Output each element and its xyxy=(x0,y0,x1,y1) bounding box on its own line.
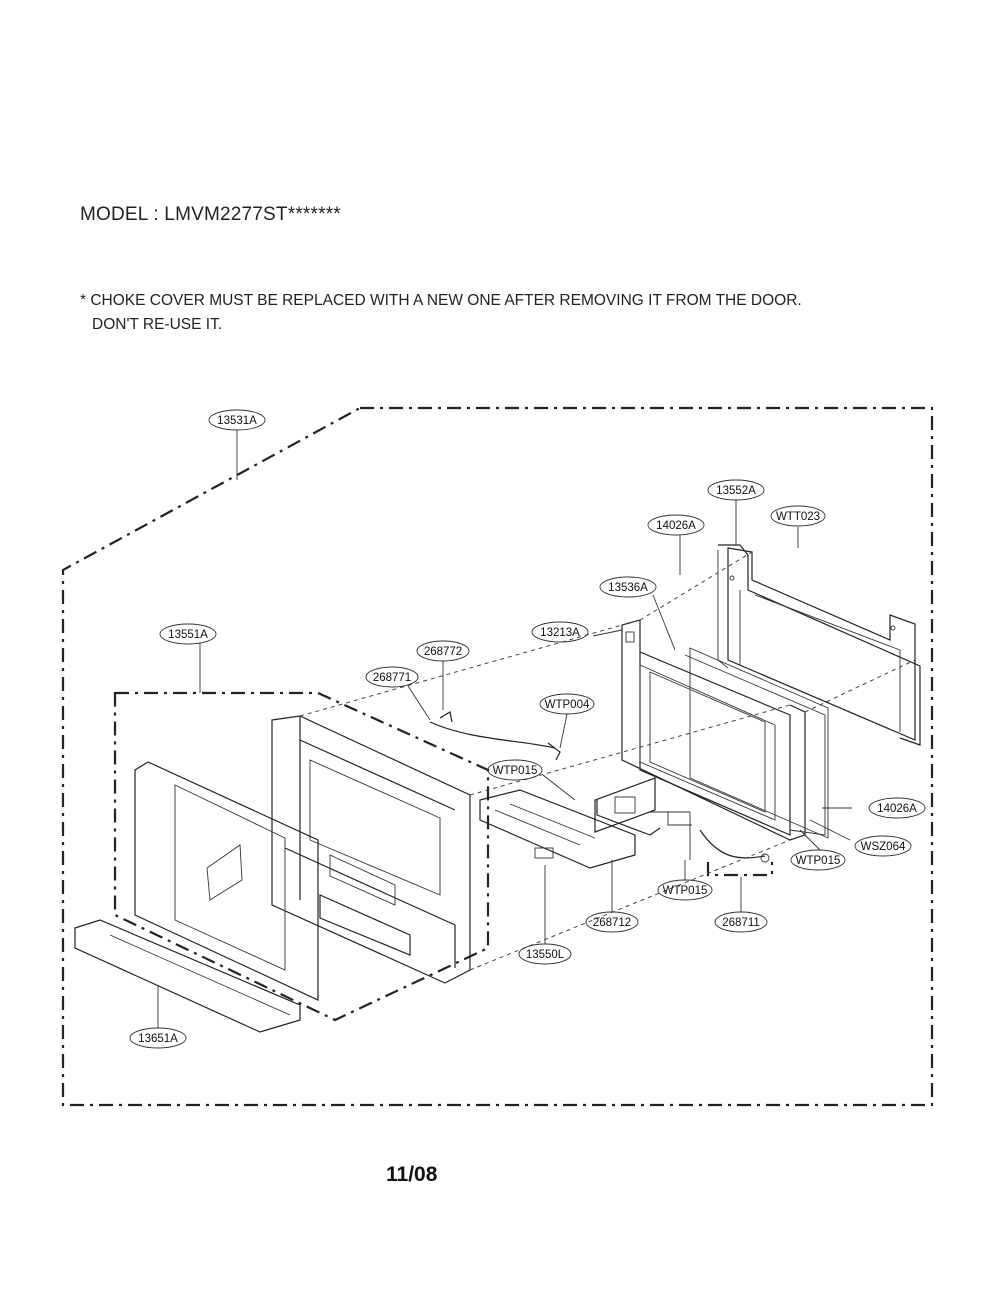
choke-cover-note: * CHOKE COVER MUST BE REPLACED WITH A NE… xyxy=(80,292,802,309)
callout-13531A: 13531A xyxy=(208,409,266,431)
callout-268712: 268712 xyxy=(585,911,639,933)
callout-13551A: 13551A xyxy=(159,623,217,645)
harness-boundary xyxy=(706,862,774,877)
sensor-wire xyxy=(429,721,556,749)
back-frame xyxy=(717,544,921,746)
callout-WTT023-label: WTT023 xyxy=(776,511,820,523)
callout-13213A: 13213A xyxy=(531,621,589,643)
callout-WTP015-b: WTP015 xyxy=(790,849,846,871)
callout-268772-label: 268772 xyxy=(424,646,462,658)
callout-WTP004: WTP004 xyxy=(539,693,595,715)
revision-date: 11/08 xyxy=(386,1163,438,1186)
callout-WTT023: WTT023 xyxy=(770,505,826,527)
callout-14026A-right: 14026A xyxy=(868,797,926,819)
door-handle xyxy=(74,919,301,1033)
callout-268771-label: 268771 xyxy=(373,672,411,684)
leader-lines xyxy=(157,430,852,1028)
choke-cover-note-continued: DON'T RE-USE IT. xyxy=(92,316,223,333)
callout-13536A-label: 13536A xyxy=(608,582,648,594)
inner-door-frame xyxy=(621,619,826,841)
callout-WTP004-label: WTP004 xyxy=(545,699,590,711)
callout-13531A-label: 13531A xyxy=(217,415,257,427)
callout-14026A-top-label: 14026A xyxy=(656,520,696,532)
callout-WTP015-a-label: WTP015 xyxy=(493,765,538,777)
callout-14026A-top: 14026A xyxy=(647,514,705,536)
choke-cover xyxy=(689,647,829,839)
callout-268772: 268772 xyxy=(416,640,470,662)
callout-13550L-label: 13550L xyxy=(526,949,565,961)
callout-WTP015-a: WTP015 xyxy=(487,759,543,781)
callout-13552A: 13552A xyxy=(707,479,765,501)
door-assembly-boundary xyxy=(113,691,490,1022)
callout-13213A-label: 13213A xyxy=(540,627,580,639)
callout-13552A-label: 13552A xyxy=(716,485,756,497)
door-front-glass xyxy=(134,761,319,1001)
control-board xyxy=(594,777,692,860)
callout-WTP015-c: WTP015 xyxy=(657,879,713,901)
callout-13551A-label: 13551A xyxy=(168,629,208,641)
callout-13550L: 13550L xyxy=(518,943,572,965)
outer-assembly-boundary xyxy=(61,406,934,1107)
callout-WSZ064: WSZ064 xyxy=(854,835,912,857)
callout-13651A-label: 13651A xyxy=(138,1033,178,1045)
projection-lines xyxy=(299,551,916,971)
callout-268771: 268771 xyxy=(365,666,419,688)
control-panel xyxy=(479,789,636,869)
callout-WTP015-c-label: WTP015 xyxy=(663,885,708,897)
callout-WSZ064-label: WSZ064 xyxy=(861,841,906,853)
callout-268711: 268711 xyxy=(714,911,768,933)
wire-harness xyxy=(699,829,766,859)
callout-268711-label: 268711 xyxy=(722,917,760,929)
callout-14026A-right-label: 14026A xyxy=(877,803,917,815)
model-heading: MODEL : LMVM2277ST******* xyxy=(80,204,341,225)
door-outer-frame xyxy=(271,715,471,984)
callout-268712-label: 268712 xyxy=(593,917,631,929)
callout-13651A: 13651A xyxy=(129,1027,187,1049)
callout-WTP015-b-label: WTP015 xyxy=(796,855,841,867)
callout-13536A: 13536A xyxy=(599,576,657,598)
